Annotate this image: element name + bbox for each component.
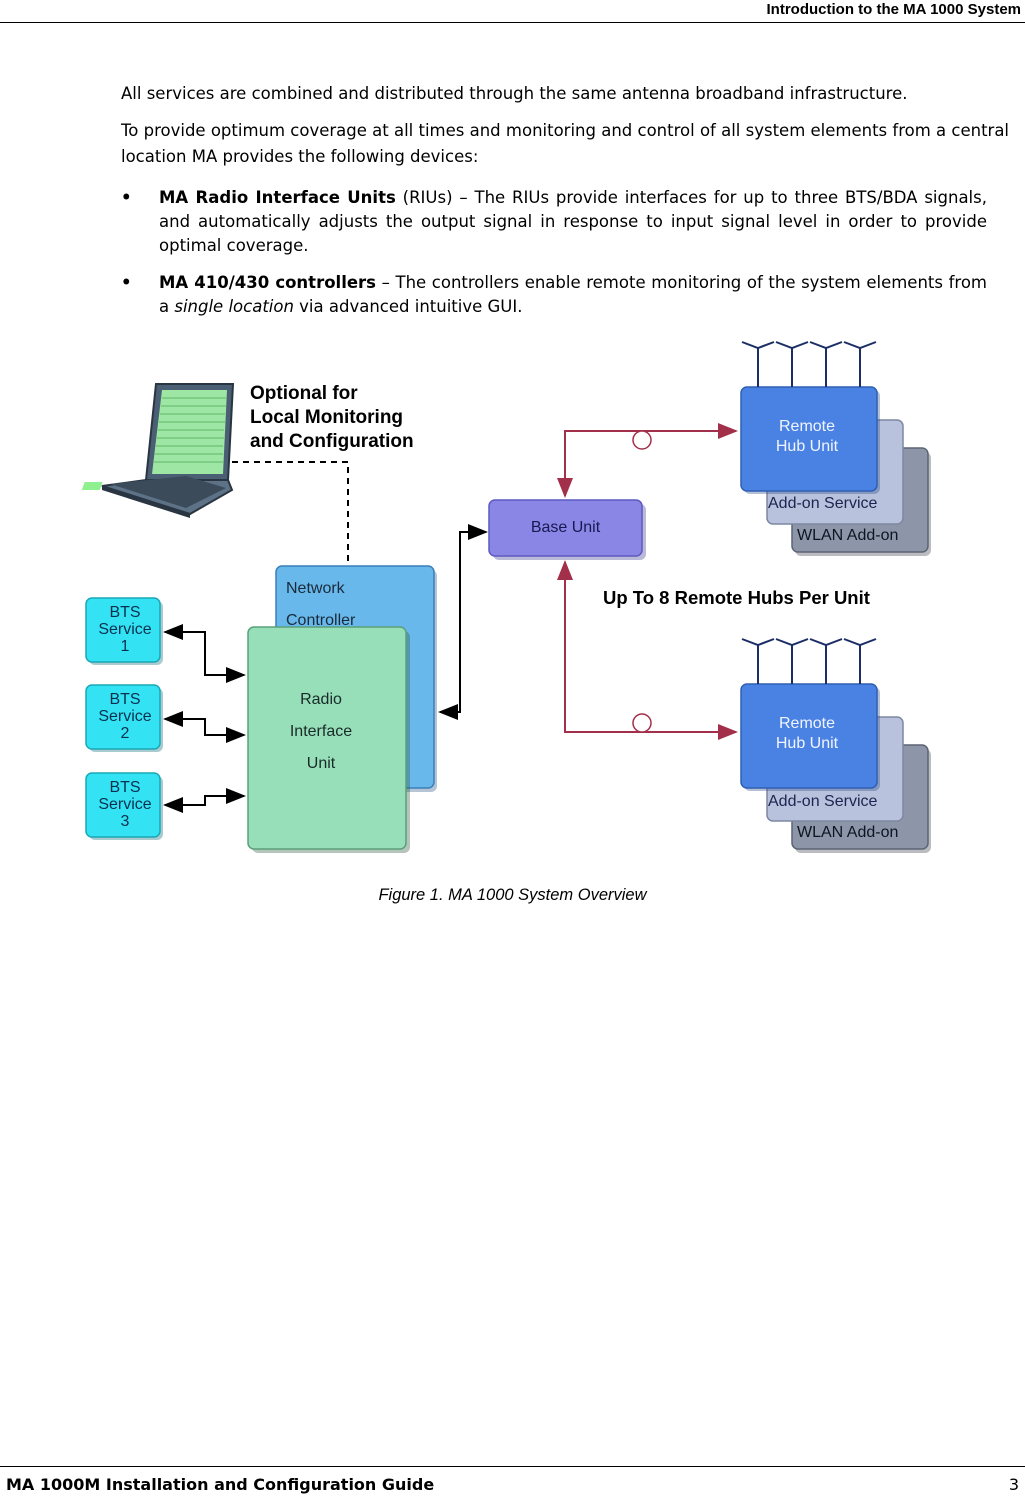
page-footer: MA 1000M Installation and Configuration … xyxy=(0,1466,1025,1497)
bullet-item: • MA Radio Interface Units (RIUs) – The … xyxy=(121,186,987,258)
page-header: Introduction to the MA 1000 System xyxy=(0,0,1025,23)
addon-service-label-bottom: Add-on Service xyxy=(768,793,878,810)
bullet-emphasis: single location xyxy=(174,297,294,316)
footer-title: MA 1000M Installation and Configuration … xyxy=(6,1475,435,1494)
system-overview-diagram: Optional for Local Monitoring and Config… xyxy=(0,330,1025,870)
bullet-list: • MA Radio Interface Units (RIUs) – The … xyxy=(121,186,987,332)
bts-service-1-label: BTS Service 1 xyxy=(98,604,152,655)
bts-1-box xyxy=(85,597,161,663)
bullet-item: • MA 410/430 controllers – The controlle… xyxy=(121,271,987,319)
optional-monitoring-label: Optional for Local Monitoring and Config… xyxy=(250,383,414,452)
bullet-term: MA 410/430 controllers xyxy=(159,273,377,292)
paragraph-1: All services are combined and distribute… xyxy=(121,84,908,103)
riu-label: Radio Interface Unit xyxy=(289,691,353,772)
remote-hub-label-top: Remote Hub Unit xyxy=(775,418,839,455)
riu-box xyxy=(247,626,407,850)
remote-hub-stack-top xyxy=(740,341,931,556)
laptop-icon xyxy=(81,383,235,518)
bullet-icon: • xyxy=(121,188,132,207)
remote-hub-stack-bottom xyxy=(740,638,931,853)
base-unit-label: Base Unit xyxy=(530,519,601,536)
bullet-text: via advanced intuitive GUI. xyxy=(293,297,523,316)
base-unit-box xyxy=(488,499,643,557)
bullet-icon: • xyxy=(121,273,132,292)
addon-service-label-top: Add-on Service xyxy=(768,495,878,512)
bts-3-box xyxy=(85,772,161,838)
bullet-text: – The controllers enable remote monitori… xyxy=(159,273,987,316)
header-title: Introduction to the MA 1000 System xyxy=(766,1,1021,18)
hubs-per-unit-note: Up To 8 Remote Hubs Per Unit xyxy=(603,587,870,608)
diagram-graphics xyxy=(81,341,931,853)
remote-hub-label-bottom: Remote Hub Unit xyxy=(775,715,839,752)
bts-service-2-label: BTS Service 2 xyxy=(98,691,152,742)
wlan-addon-label-bottom: WLAN Add-on xyxy=(797,824,899,841)
bts-service-3-label: BTS Service 3 xyxy=(98,779,152,830)
wlan-addon-label-top: WLAN Add-on xyxy=(797,527,899,544)
paragraph-2: To provide optimum coverage at all times… xyxy=(121,121,1010,166)
bts-2-box xyxy=(85,684,161,750)
bullet-term: MA Radio Interface Units xyxy=(159,188,396,207)
page-number: 3 xyxy=(1008,1475,1019,1494)
dashed-link xyxy=(232,461,349,562)
bullet-text: (RIUs) – The RIUs provide interfaces for… xyxy=(159,188,987,255)
network-controller-label: Network Controller xyxy=(286,580,356,629)
figure-caption: Figure 1. MA 1000 System Overview xyxy=(378,886,647,904)
